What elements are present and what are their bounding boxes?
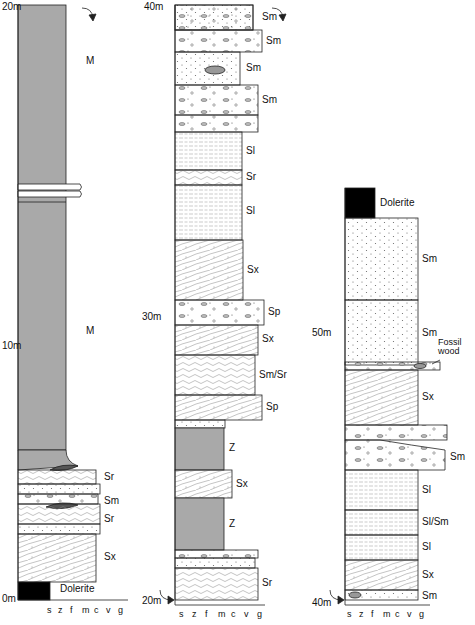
log-label: Sr: [104, 472, 114, 482]
log-label: Sl/Sm: [422, 517, 449, 527]
log-label: s: [179, 610, 184, 619]
log-label: Sm: [266, 36, 281, 46]
log-label: 50m: [312, 328, 331, 338]
log-label: f: [371, 610, 374, 619]
log-label: Sx: [422, 570, 434, 580]
log-label: Sx: [262, 334, 274, 344]
log-label: 20m: [142, 596, 161, 606]
log-label: 40m: [144, 2, 163, 12]
log-label: Z: [229, 519, 235, 529]
log-label: 0m: [2, 594, 16, 604]
log-label: M: [86, 326, 94, 336]
log-label: z: [359, 610, 364, 619]
log-label: 20m: [2, 2, 21, 12]
log-label: Sr: [262, 578, 272, 588]
log-label: Sl: [246, 146, 255, 156]
log-label: c: [94, 606, 99, 615]
log-label: Sm: [450, 452, 465, 462]
log-label: c: [395, 610, 400, 619]
log-label: v: [106, 606, 111, 615]
log-label: Sl: [422, 485, 431, 495]
log-label: 10m: [2, 341, 21, 351]
log-label: Sl: [246, 206, 255, 216]
log-label: Z: [229, 443, 235, 453]
log-label: z: [58, 606, 63, 615]
log-label: Sx: [104, 552, 116, 562]
log-label: Dolerite: [60, 584, 94, 594]
log-label: Sm: [246, 63, 261, 73]
log-label: M: [86, 56, 94, 66]
log-label: Dolerite: [380, 198, 414, 208]
log-label: f: [205, 610, 208, 619]
log-label: s: [47, 606, 52, 615]
log-label: Fossil wood: [438, 338, 472, 357]
log-label: m: [218, 610, 226, 619]
log-label: g: [419, 610, 424, 619]
log-label: Sm: [104, 496, 119, 506]
log-label: 40m: [312, 598, 331, 608]
log-label: 30m: [142, 312, 161, 322]
log-label: z: [192, 610, 197, 619]
log-label: Sx: [422, 392, 434, 402]
log-label: g: [118, 606, 123, 615]
log-label: Sx: [236, 479, 248, 489]
log-label: g: [257, 610, 262, 619]
log-label: Sm: [262, 12, 277, 22]
log-label: c: [231, 610, 236, 619]
log-label: Sp: [268, 307, 280, 317]
log-label: v: [244, 610, 249, 619]
log-label: m: [82, 606, 90, 615]
log-label: Sm: [262, 95, 277, 105]
log-label: Sm/Sr: [259, 370, 287, 380]
log-label: Sm: [422, 328, 437, 338]
log-label: Sp: [266, 402, 278, 412]
log-label: Sr: [246, 172, 256, 182]
log-label: Sl: [422, 542, 431, 552]
log-label: Sm: [422, 591, 437, 601]
log-label: v: [407, 610, 412, 619]
log-label: s: [347, 610, 352, 619]
log-label: m: [383, 610, 391, 619]
log-label: Sx: [247, 265, 259, 275]
log-label: Sr: [104, 514, 114, 524]
log-label: f: [70, 606, 73, 615]
log-label: Sm: [422, 254, 437, 264]
